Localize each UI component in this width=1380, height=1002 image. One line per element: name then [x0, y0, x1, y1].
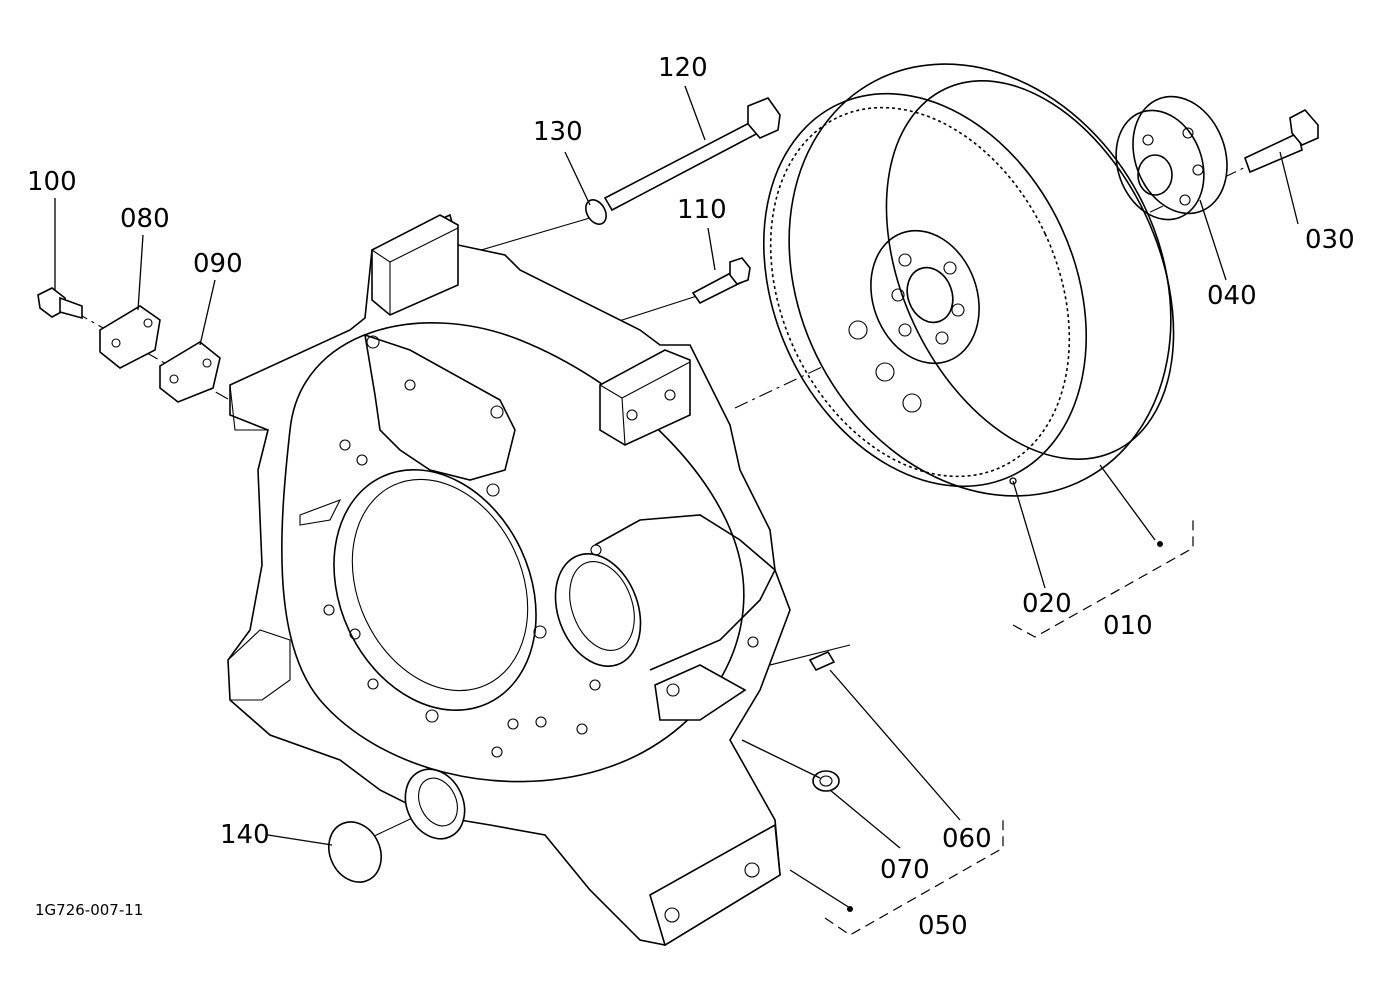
label-140: 140 [220, 820, 270, 850]
stud-bolt-drawing [691, 257, 751, 305]
label-040: 040 [1207, 281, 1257, 311]
label-050: 050 [918, 911, 968, 941]
cover-parts-drawing [37, 287, 221, 403]
label-090: 090 [193, 249, 243, 279]
drawing-code: 1G726-007-11 [35, 901, 143, 919]
label-030: 030 [1305, 225, 1355, 255]
long-bolt-drawing [585, 97, 781, 225]
label-110: 110 [677, 195, 727, 225]
bolt-holes [323, 335, 759, 758]
label-080: 080 [120, 204, 170, 234]
label-020: 020 [1022, 589, 1072, 619]
label-070: 070 [880, 855, 930, 885]
label-130: 130 [533, 117, 583, 147]
label-010: 010 [1103, 611, 1153, 641]
label-100: 100 [27, 167, 77, 197]
label-120: 120 [658, 53, 708, 83]
assembly-brackets [824, 518, 1194, 936]
flywheel-housing-drawing [227, 213, 791, 947]
coupling-flange-drawing [1115, 95, 1228, 221]
flywheel-drawing [762, 63, 1175, 497]
flywheel-bolt-drawing [1244, 108, 1319, 174]
leader-lines [54, 85, 1299, 909]
part-labels: 120 130 110 100 080 090 030 040 020 010 … [27, 53, 1355, 941]
label-060: 060 [942, 824, 992, 854]
small-parts-drawing [328, 650, 840, 883]
